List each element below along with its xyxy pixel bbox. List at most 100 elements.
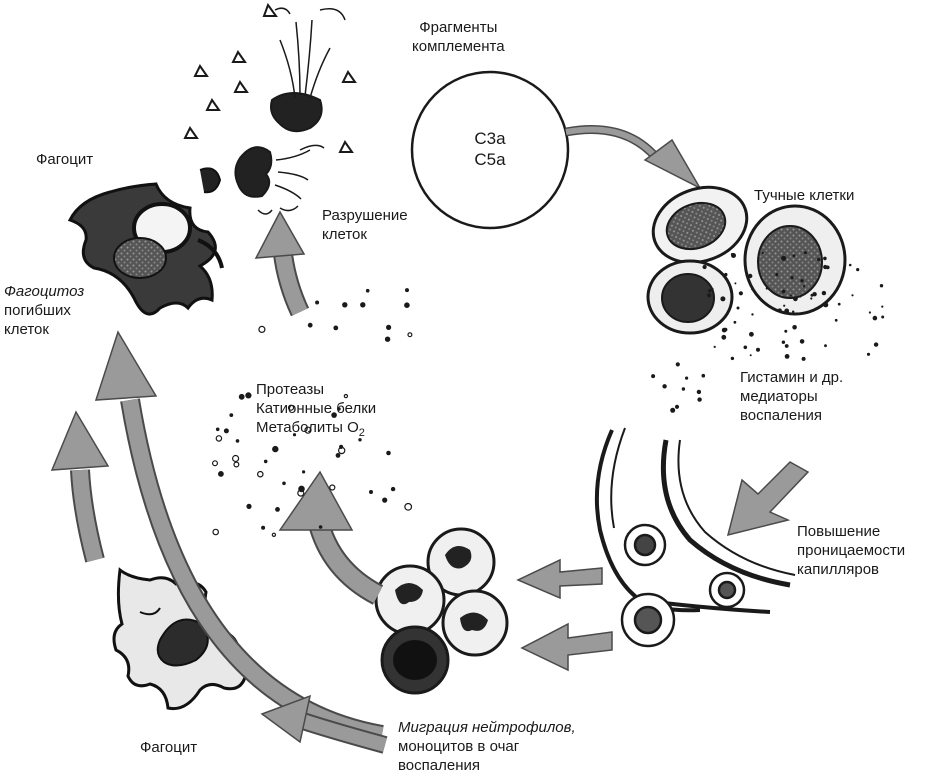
dot	[215, 435, 223, 442]
dot	[307, 322, 313, 328]
dot	[730, 356, 735, 361]
dot	[823, 302, 829, 308]
dot	[792, 325, 797, 330]
dot	[331, 412, 337, 418]
permeability-line-2: проницаемости	[797, 542, 906, 559]
arrow-capillary-to-neutrophils-upper	[516, 558, 603, 600]
phagocytosis-label: Фагоцитоз погибших клеток	[4, 282, 84, 339]
complement-circle-text: C3a C5a	[455, 128, 525, 170]
dot	[405, 288, 409, 293]
dot	[245, 392, 252, 399]
dot	[292, 433, 297, 437]
dot	[386, 324, 392, 330]
dot	[792, 310, 795, 313]
dot	[223, 428, 229, 434]
dot	[710, 287, 714, 291]
dot	[271, 532, 277, 538]
dot	[329, 484, 336, 491]
dot	[781, 340, 786, 344]
cell-destruction-line-2: клеток	[322, 226, 367, 243]
c3a-label: C3a	[474, 129, 506, 148]
complement-fragments-line-1: Фрагменты	[419, 19, 498, 36]
migration-line-1: Миграция нейтрофилов,	[398, 719, 576, 736]
dot	[261, 525, 266, 530]
dot	[784, 308, 790, 314]
dot	[730, 253, 734, 256]
dot	[337, 407, 341, 411]
dot	[738, 291, 744, 296]
dot	[232, 454, 240, 463]
arrow-neutrophils-to-enzymes	[278, 470, 384, 605]
dot	[751, 287, 754, 291]
dot	[765, 287, 768, 290]
histamine-line-1: Гистамин и др.	[740, 369, 844, 386]
proteases-label: Протеазы	[256, 381, 325, 398]
dot	[382, 497, 388, 503]
mast-cells-label: Тучные клетки	[754, 187, 855, 204]
dot	[702, 264, 707, 270]
dot	[384, 336, 391, 342]
dot	[799, 339, 805, 344]
dot	[734, 282, 737, 285]
dot	[802, 285, 806, 288]
complement-fragments-line-2: комплемента	[412, 38, 505, 55]
dot	[335, 453, 341, 458]
dot	[212, 528, 220, 536]
migration-line-3: воспаления	[398, 757, 480, 774]
dot	[218, 471, 224, 477]
permeability-line-1: Повышение	[797, 523, 881, 540]
dot	[215, 427, 220, 432]
dot	[724, 272, 728, 277]
migration-label: Миграция нейтрофилов, моноцитов в очаг в…	[398, 718, 576, 775]
arrow-to-cell-destruction	[254, 210, 310, 317]
phagocytosis-line-2: погибших	[4, 302, 71, 319]
dot	[713, 345, 716, 348]
dot	[801, 356, 806, 361]
dot	[800, 279, 804, 283]
dot	[756, 347, 760, 352]
capillary-cells	[620, 523, 746, 648]
dot	[879, 284, 884, 288]
dot	[733, 320, 737, 324]
dot	[238, 393, 245, 400]
dot	[287, 404, 295, 411]
mast-cells	[646, 185, 847, 335]
permeability-line-3: капилляров	[797, 561, 880, 578]
phagocytosis-line-3: клеток	[4, 321, 49, 338]
dot	[793, 296, 798, 302]
phagocyte-top-label: Фагоцит	[36, 151, 94, 168]
dot	[707, 293, 712, 298]
dot	[302, 470, 306, 474]
dot	[343, 393, 349, 399]
dot	[723, 327, 728, 332]
dot	[404, 302, 410, 309]
dot	[803, 251, 807, 255]
dot	[282, 481, 286, 486]
dot	[873, 342, 879, 347]
histamine-line-3: воспаления	[740, 407, 822, 424]
dot	[812, 292, 817, 297]
dot	[881, 315, 885, 319]
dot	[799, 295, 802, 298]
complement-fragments-label: Фрагменты комплемента	[412, 18, 505, 56]
dot	[212, 460, 219, 467]
histamine-label: Гистамин и др. медиаторы воспаления	[740, 368, 843, 425]
dot	[866, 352, 871, 356]
dot	[824, 344, 827, 348]
dot	[777, 308, 782, 313]
dot	[784, 329, 788, 333]
dot	[789, 294, 792, 297]
arrow-phagocyte-bottom-up	[50, 410, 110, 563]
c5a-label: C5a	[474, 150, 506, 169]
dot	[651, 374, 656, 379]
dot	[315, 300, 320, 305]
dot	[781, 289, 786, 294]
dot	[823, 256, 827, 261]
dot	[834, 318, 838, 322]
dot	[790, 276, 794, 280]
dot	[701, 373, 706, 378]
metabolites-label: Метаболиты O2	[256, 418, 376, 443]
dot	[297, 489, 305, 497]
dot	[670, 407, 676, 413]
dot	[743, 345, 748, 350]
